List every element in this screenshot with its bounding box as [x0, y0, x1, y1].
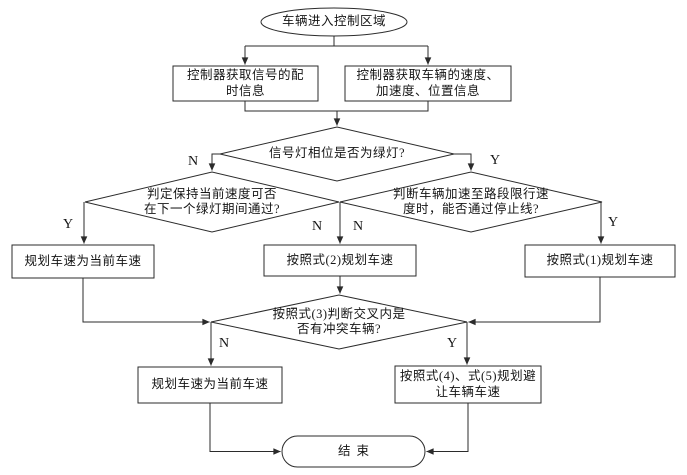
node-text: 车辆进入控制区域	[281, 14, 386, 29]
keep-speed-decision-shape	[84, 171, 340, 233]
branch-label-green-no: N	[187, 154, 199, 169]
conflict-decision: 按照式(3)判断交叉内是 否有冲突车辆?	[240, 306, 438, 338]
plan-formula-2-shape	[263, 244, 417, 277]
accelerate-decision: 判断车辆加速至路段限行速 度时，能否通过停止线?	[376, 186, 566, 218]
node-text-line: 度时，能否通过停止线?	[402, 202, 540, 216]
edge-green-no	[208, 153, 220, 171]
node-text-line: 判断车辆加速至路段限行速	[392, 186, 549, 201]
plan-current-speed-box-1: 规划车速为当前车速	[12, 245, 154, 278]
node-text-line: 按照式(3)判断交叉内是	[272, 306, 406, 321]
node-text-line: 在下一个绿灯期间通过?	[143, 202, 281, 216]
start-node: 车辆进入控制区域	[261, 9, 407, 35]
branch-label-keep-speed-no: N	[311, 219, 323, 234]
plan-formula-1-box: 按照式(1)规划车速	[525, 245, 675, 277]
node-text-line: 时信息	[225, 83, 265, 98]
branch-label-conflict-yes: Y	[446, 336, 458, 351]
node-text-line: 判定保持当前速度可否	[146, 186, 277, 201]
node-text-line: 控制器获取车辆的速度、	[356, 68, 500, 82]
edge-to-end-right	[426, 403, 469, 455]
plan-current-speed-1-shape	[11, 244, 155, 279]
branch-label-green-yes: Y	[489, 153, 501, 168]
get-vehicle-state-box: 控制器获取车辆的速度、 加速度、位置信息	[345, 66, 511, 101]
node-text-line: 加速度、位置信息	[375, 83, 480, 98]
edge-green-yes	[454, 153, 475, 171]
branch-label-conflict-no: N	[218, 336, 230, 351]
edge-merge-bar	[244, 101, 429, 112]
node-text: 规划车速为当前车速	[151, 377, 269, 392]
get-signal-timing-shape	[172, 65, 319, 102]
get-vehicle-state-shape	[344, 65, 512, 102]
accelerate-decision-shape	[339, 171, 603, 233]
plan-formula-1-shape	[524, 244, 676, 278]
green-phase-decision: 信号灯相位是否为绿灯?	[237, 141, 437, 167]
plan-current-speed-box-2: 规划车速为当前车速	[138, 367, 282, 403]
node-text-line: 控制器获取信号的配	[186, 68, 304, 82]
node-text: 信号灯相位是否为绿灯?	[268, 146, 406, 161]
plan-formula-2-box: 按照式(2)规划车速	[264, 245, 416, 276]
node-text: 按照式(2)规划车速	[286, 252, 394, 267]
plan-formula-4-5-shape	[394, 365, 542, 404]
end-terminator-shape	[281, 435, 426, 468]
node-text-line: 否有冲突车辆?	[296, 322, 382, 336]
branch-label-accelerate-yes: Y	[607, 215, 619, 230]
branch-label-accelerate-no: N	[352, 219, 364, 234]
edge-formula1-to-conflict	[468, 277, 601, 326]
keep-speed-decision: 判定保持当前速度可否 在下一个绿灯期间通过?	[117, 186, 307, 218]
edge-current-speed-to-conflict	[82, 278, 210, 326]
node-text: 结束	[337, 443, 375, 458]
get-signal-timing-box: 控制器获取信号的配 时信息	[173, 66, 318, 101]
node-text-line: 让车辆车速	[435, 384, 501, 399]
branch-label-keep-speed-yes: Y	[62, 217, 74, 232]
node-text: 按照式(1)规划车速	[546, 253, 654, 268]
node-text: 规划车速为当前车速	[24, 253, 142, 268]
end-node: 结束	[282, 436, 425, 467]
plan-formula-4-5-box: 按照式(4)、式(5)规划避 让车辆车速	[395, 366, 541, 403]
edge-to-end-left	[209, 403, 281, 455]
node-text-line: 按照式(4)、式(5)规划避	[399, 369, 537, 383]
plan-current-speed-2-shape	[137, 366, 283, 404]
